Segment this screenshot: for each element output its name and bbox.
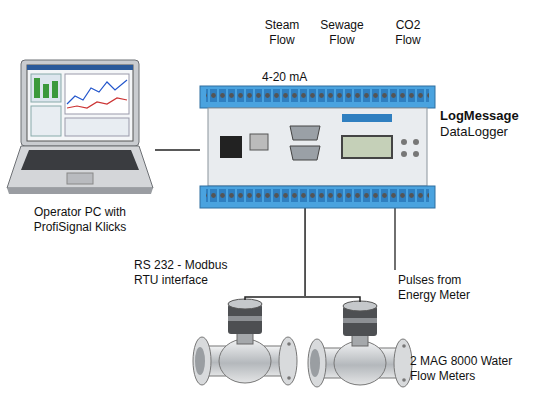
screen-panel <box>31 74 61 102</box>
terminal-strip <box>200 186 435 208</box>
logger-body <box>208 108 427 186</box>
chart-line <box>67 98 127 108</box>
signal-label: Steam Flow <box>258 18 306 48</box>
db9-connector <box>290 146 320 160</box>
logger-display <box>342 136 392 158</box>
screen-chart <box>65 74 129 114</box>
device-caption: 2 MAG 8000 Water Flow Meters <box>410 354 522 384</box>
window-titlebar <box>27 65 133 70</box>
cable-connector <box>155 149 200 151</box>
edge-label: RS 232 - Modbus RTU interface <box>134 258 234 288</box>
datalogger-node: LogMessageDataLogger <box>200 86 435 208</box>
laptop-node: Operator PC with ProfiSignal Klicks <box>5 58 155 196</box>
button <box>401 151 407 157</box>
laptop-keyboard <box>21 150 139 170</box>
logo-band <box>342 114 392 122</box>
screen-bar <box>34 78 40 98</box>
signal-label: Sewage Flow <box>318 18 366 48</box>
device-caption: Operator PC with ProfiSignal Klicks <box>10 205 150 235</box>
chart-line <box>67 80 127 104</box>
bus-wire <box>245 297 360 302</box>
flow-meters-node: 2 MAG 8000 Water Flow Meters <box>188 296 420 392</box>
laptop-screen <box>27 65 133 141</box>
signal-label: Pulses from Energy Meter <box>398 273 478 303</box>
datalogger-illustration <box>200 86 435 208</box>
screen-panel <box>65 118 129 136</box>
signal-type-label: 4-20 mA <box>262 70 322 85</box>
terminal-screws <box>206 88 429 106</box>
device-title: LogMessage <box>440 108 540 123</box>
signal-label: CO2 Flow <box>384 18 432 48</box>
laptop-lid <box>21 60 139 146</box>
device-subtitle: DataLogger <box>440 124 540 139</box>
button <box>413 139 419 145</box>
button <box>413 151 419 157</box>
button <box>401 139 407 145</box>
screen-bar <box>52 81 58 98</box>
laptop-illustration <box>5 58 155 196</box>
flow-meter <box>193 299 297 385</box>
laptop-base <box>7 146 153 188</box>
usb-port <box>250 134 268 150</box>
leader-line <box>394 208 395 270</box>
power-socket <box>220 136 242 158</box>
laptop-touchpad <box>67 173 93 184</box>
db9-connector <box>290 126 320 140</box>
terminal-screws <box>206 188 429 206</box>
flow-meter <box>308 301 412 387</box>
screen-bar <box>43 84 49 98</box>
flow-meters-illustration <box>188 296 420 392</box>
cable-connector <box>304 208 306 296</box>
laptop-front-edge <box>7 188 153 194</box>
screen-panel <box>31 106 61 136</box>
terminal-strip <box>200 86 435 108</box>
